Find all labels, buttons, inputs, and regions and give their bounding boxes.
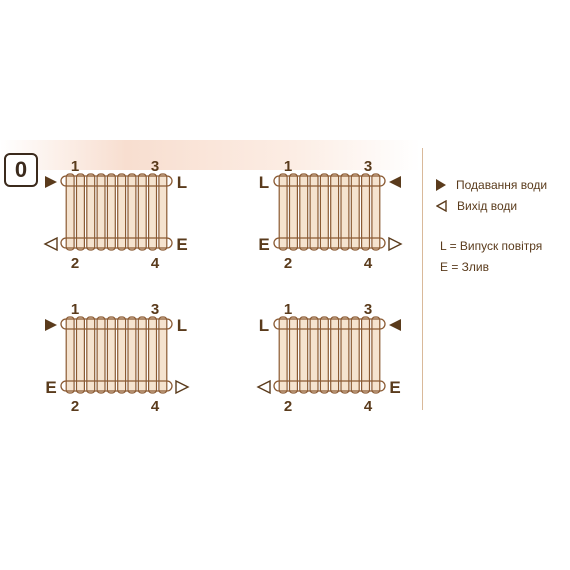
connection-3-label: 3 xyxy=(364,158,372,175)
radiator-column xyxy=(137,173,147,251)
right-top-marker xyxy=(389,319,401,331)
radiator-column xyxy=(117,173,127,251)
radiator-column xyxy=(75,316,86,394)
left-bottom-marker xyxy=(43,236,58,252)
connection-2-label: 2 xyxy=(71,398,79,415)
radiator-column xyxy=(106,316,116,394)
radiator-column xyxy=(299,173,309,251)
radiator-column xyxy=(371,173,381,251)
left-top-marker xyxy=(45,176,57,188)
right-bottom-marker xyxy=(388,236,403,252)
top-manifold xyxy=(60,318,173,330)
radiator-column xyxy=(278,173,288,251)
connection-3-label: 3 xyxy=(151,301,159,318)
vertical-divider xyxy=(422,148,423,410)
radiator-column xyxy=(371,316,381,394)
bottom-manifold xyxy=(273,380,386,392)
radiator-column xyxy=(158,316,168,394)
connection-2-label: 2 xyxy=(284,398,292,415)
left-bottom-marker xyxy=(256,379,271,395)
connection-1-label: 1 xyxy=(71,158,79,175)
bottom-manifold xyxy=(60,237,173,249)
filled-arrow-icon xyxy=(436,179,446,191)
connection-1-label: 1 xyxy=(284,301,292,318)
legend-return-label: Вихід води xyxy=(457,199,518,213)
radiator-column xyxy=(127,173,137,251)
bottom-manifold xyxy=(273,237,386,249)
radiator-2 xyxy=(273,173,386,251)
radiator-column xyxy=(137,316,147,394)
legend-supply: Подавання води xyxy=(436,178,547,192)
right-top-marker: L xyxy=(177,173,187,192)
radiator-column xyxy=(158,173,168,251)
radiator-column xyxy=(319,316,329,394)
connection-4-label: 4 xyxy=(364,398,373,415)
bottom-manifold xyxy=(60,380,173,392)
left-bottom-marker: E xyxy=(45,378,56,397)
radiator-column xyxy=(75,173,86,251)
radiator-column xyxy=(96,316,106,394)
radiator-column xyxy=(86,316,96,394)
radiator-column xyxy=(86,173,96,251)
radiator-column xyxy=(340,316,350,394)
legend-return: Вихід води xyxy=(436,199,517,213)
radiator-column xyxy=(288,173,299,251)
radiator-column xyxy=(106,173,116,251)
radiator-column xyxy=(361,173,371,251)
radiator-column xyxy=(350,316,360,394)
right-bottom-marker xyxy=(175,379,190,395)
radiator-3 xyxy=(60,316,173,394)
radiator-column xyxy=(288,316,299,394)
right-top-marker xyxy=(389,176,401,188)
connection-1-label: 1 xyxy=(284,158,292,175)
top-manifold xyxy=(60,175,173,187)
radiator-1 xyxy=(60,173,173,251)
radiator-column xyxy=(340,173,350,251)
connection-4-label: 4 xyxy=(364,255,373,272)
connection-1-label: 1 xyxy=(71,301,79,318)
radiator-column xyxy=(96,173,106,251)
radiator-column xyxy=(299,316,309,394)
legend-air-vent: L = Випуск повітря xyxy=(440,239,543,253)
radiator-column xyxy=(148,173,158,251)
connection-3-label: 3 xyxy=(151,158,159,175)
right-bottom-marker: E xyxy=(176,235,187,254)
left-top-marker: L xyxy=(259,316,269,335)
connection-2-label: 2 xyxy=(71,255,79,272)
right-top-marker: L xyxy=(177,316,187,335)
legend-supply-label: Подавання води xyxy=(456,178,548,192)
radiator-column xyxy=(350,173,360,251)
radiator-column xyxy=(117,316,127,394)
right-bottom-marker: E xyxy=(389,378,400,397)
legend-drain: E = Злив xyxy=(440,260,490,274)
connection-3-label: 3 xyxy=(364,301,372,318)
left-top-marker xyxy=(45,319,57,331)
left-top-marker: L xyxy=(259,173,269,192)
outline-arrow-icon xyxy=(436,200,447,212)
radiator-column xyxy=(309,316,319,394)
radiator-column xyxy=(330,316,340,394)
radiator-column xyxy=(127,316,137,394)
radiator-column xyxy=(148,316,158,394)
radiator-column xyxy=(65,316,75,394)
radiator-column xyxy=(330,173,340,251)
radiator-column xyxy=(319,173,329,251)
left-bottom-marker: E xyxy=(258,235,269,254)
radiator-4 xyxy=(273,316,386,394)
top-manifold xyxy=(273,318,386,330)
connection-2-label: 2 xyxy=(284,255,292,272)
scheme-number-badge: 0 xyxy=(4,153,38,187)
connection-4-label: 4 xyxy=(151,398,160,415)
radiator-column xyxy=(278,316,288,394)
watermark-band xyxy=(0,140,420,170)
top-manifold xyxy=(273,175,386,187)
radiator-column xyxy=(361,316,371,394)
radiator-column xyxy=(65,173,75,251)
radiator-column xyxy=(309,173,319,251)
connection-4-label: 4 xyxy=(151,255,160,272)
